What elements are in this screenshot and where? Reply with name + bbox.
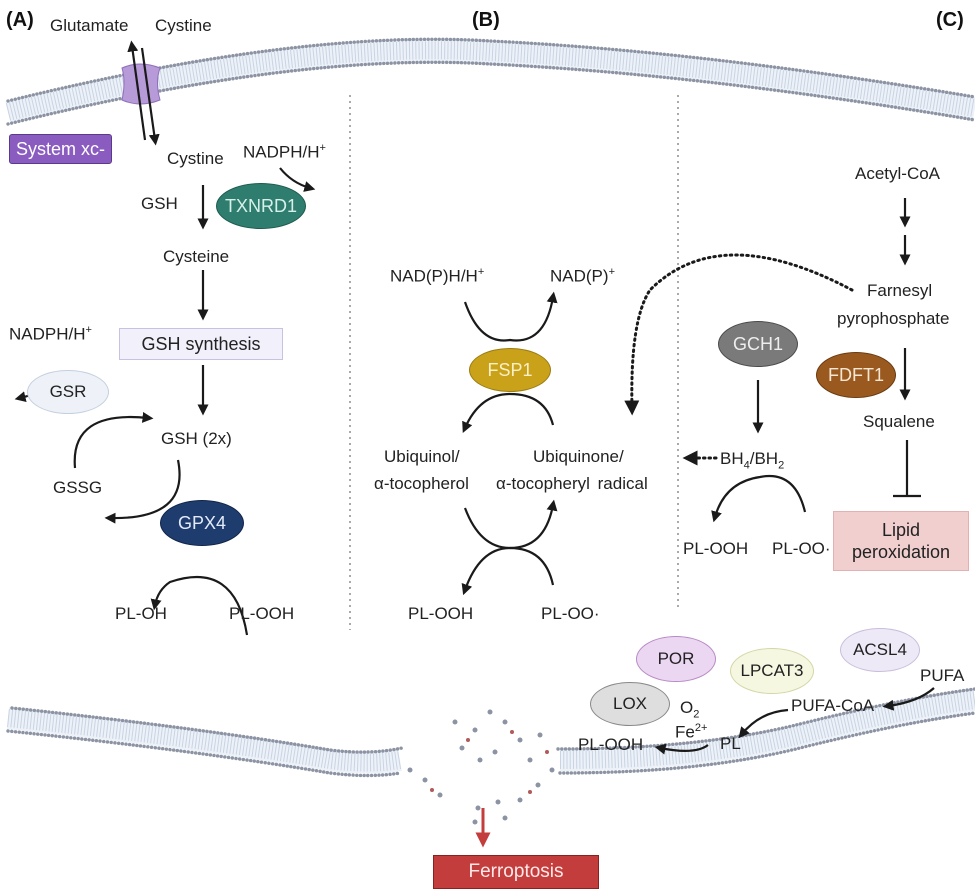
lipid-peroxidation-line1: Lipid — [881, 519, 921, 540]
farnesyl-label-line2: pyrophosphate — [837, 309, 950, 328]
pl-label: PL — [720, 734, 741, 753]
glutamate-label: Glutamate — [50, 16, 129, 35]
lpcat3-enzyme: LPCAT3 — [730, 648, 814, 694]
ubiquinone-label-line1: Ubiquinone/ — [533, 447, 624, 466]
panel-c-arrows — [711, 198, 921, 523]
pl-oh-label: PL-OH — [115, 604, 167, 623]
panel-a-arrows — [14, 167, 316, 636]
por-enzyme: POR — [636, 636, 716, 682]
panel-label-a: (A) — [6, 9, 34, 31]
bh4-bh2-label: BH4/BH2 — [720, 449, 785, 472]
bottom-membrane — [6, 687, 975, 778]
gsr-enzyme: GSR — [27, 370, 109, 414]
pl-ooh-label-c: PL-OOH — [683, 539, 749, 558]
lipid-peroxidation-box: Lipid peroxidation — [833, 511, 969, 571]
system-xc-badge: System xc- — [9, 134, 112, 164]
cystine-extracellular-label: Cystine — [155, 16, 212, 35]
farnesyl-label-line1: Farnesyl — [867, 281, 933, 300]
gsh-synthesis-box: GSH synthesis — [119, 328, 283, 360]
acetyl-coa-label: Acetyl-CoA — [855, 164, 941, 183]
pl-oo-radical-label-c: PL-OO· — [772, 539, 831, 558]
o2-label: O2 — [680, 698, 700, 721]
pl-ooh-label-a: PL-OOH — [229, 604, 295, 623]
gpx4-enzyme: GPX4 — [160, 500, 244, 546]
lipid-peroxidation-line2: peroxidation — [851, 542, 951, 562]
panel-b-arrows — [461, 291, 558, 596]
nadp-label-b: NAD(P)+ — [550, 266, 615, 286]
gsh-side-label: GSH — [141, 194, 178, 213]
ferroptosis-box: Ferroptosis — [433, 855, 599, 889]
gssg-label: GSSG — [53, 478, 103, 497]
ubiquinol-label-line2: α-tocopherol — [374, 474, 469, 493]
fe2-label: Fe2+ — [675, 722, 708, 742]
nadph-label-b: NAD(P)H/H+ — [390, 266, 485, 286]
panel-label-b: (B) — [472, 9, 500, 31]
gsh-2x-label: GSH (2x) — [161, 429, 232, 448]
nadph-label-a2: NADPH/H+ — [9, 324, 92, 344]
bottom-arrows — [654, 687, 935, 755]
pl-oo-radical-label-b: PL-OO· — [541, 604, 600, 623]
pufa-coa-label: PUFA-CoA — [791, 696, 875, 715]
cystine-intracellular-label: Cystine — [167, 149, 224, 168]
fsp1-enzyme: FSP1 — [469, 348, 551, 392]
pufa-label: PUFA — [920, 666, 965, 685]
ubiquinol-label-line1: Ubiquinol/ — [384, 447, 460, 466]
membrane-pore-lipids — [407, 709, 555, 825]
cysteine-label: Cysteine — [163, 247, 230, 266]
panel-label-c: (C) — [936, 9, 964, 31]
acsl4-enzyme: ACSL4 — [840, 628, 920, 672]
fdft1-enzyme: FDFT1 — [816, 352, 896, 398]
gch1-enzyme: GCH1 — [718, 321, 798, 367]
squalene-label: Squalene — [863, 412, 935, 431]
lox-enzyme: LOX — [590, 682, 670, 726]
system-xc-transporter — [121, 40, 161, 146]
pl-ooh-label-b: PL-OOH — [408, 604, 474, 623]
top-membrane — [5, 37, 975, 126]
txnrd1-enzyme: TXNRD1 — [216, 183, 306, 229]
ubiquinone-label-line2: α-tocopheryl radical — [496, 474, 648, 493]
farnesyl-to-ubiquinone-dotted-arrow — [624, 253, 854, 416]
pl-ooh-label-bottom: PL-OOH — [578, 735, 644, 754]
nadph-label-a: NADPH/H+ — [243, 142, 326, 162]
